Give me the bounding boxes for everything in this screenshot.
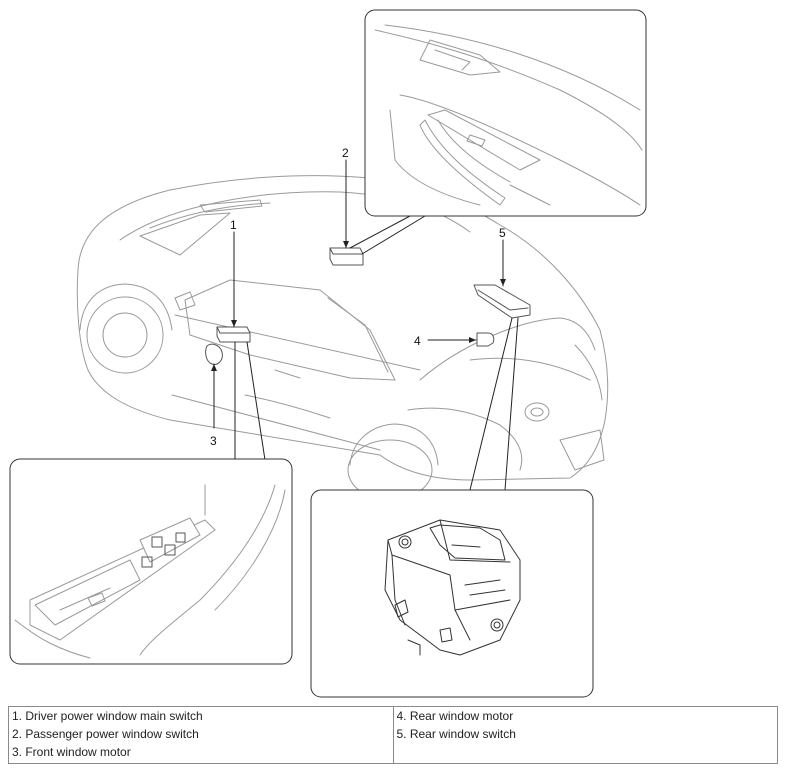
legend-column-left: 1. Driver power window main switch 2. Pa… [9,707,394,764]
driver-switch-marker [216,326,251,343]
callout-5: 5 [499,226,506,240]
power-window-component-diagram: 1 2 3 4 5 [9,9,647,698]
passenger-switch-marker [329,247,364,266]
legend-column-right: 4. Rear window motor 5. Rear window swit… [392,706,778,764]
rear-switch-marker [473,284,531,319]
detail-rear-window-switch [310,489,594,698]
callout-1: 1 [230,218,237,232]
car-illustration [76,175,609,501]
rear-window-motor-marker [476,332,495,347]
legend-item-4: 4. Rear window motor [396,709,514,723]
legend-item-2: 2. Passenger power window switch [12,727,199,741]
legend-item-1: 1. Driver power window main switch [12,709,203,723]
detail-driver-door-switch [9,458,293,665]
callout-4: 4 [414,334,421,348]
legend-item-5: 5. Rear window switch [396,727,516,741]
component-legend: 1. Driver power window main switch 2. Pa… [8,706,778,764]
detail-passenger-door [364,9,647,217]
callout-2: 2 [342,146,349,160]
callout-3: 3 [210,434,217,448]
legend-item-3: 3. Front window motor [12,745,131,759]
front-window-motor-marker [205,343,223,365]
